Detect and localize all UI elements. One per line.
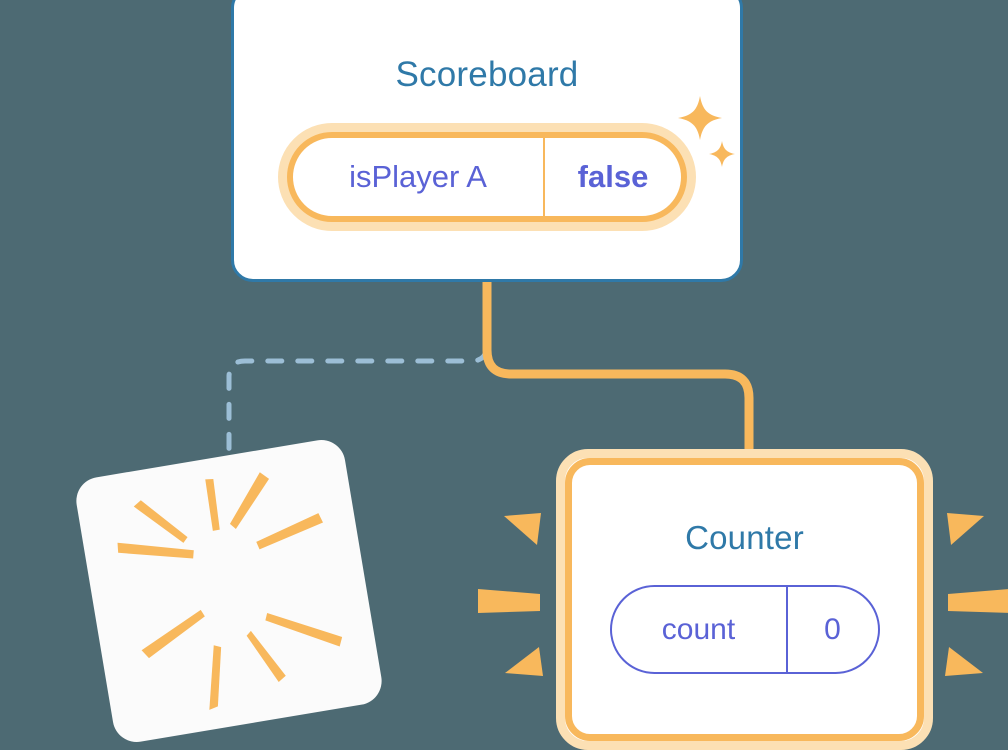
pill-inner: isPlayer A false	[287, 132, 687, 222]
scoreboard-card[interactable]: Scoreboard isPlayer A false	[231, 0, 743, 282]
state-value-count: 0	[824, 612, 841, 646]
pill-glow-ring: isPlayer A false	[278, 123, 696, 231]
scoreboard-state-pill[interactable]: isPlayer A false	[278, 123, 696, 231]
counter-state-pill[interactable]: count 0	[609, 585, 880, 674]
counter-left-rays-icon	[478, 513, 543, 676]
sparkle-icon-large	[676, 94, 724, 142]
blank-card[interactable]	[72, 436, 386, 746]
dashed-connector	[226, 287, 490, 473]
counter-right-rays-icon	[945, 513, 1008, 676]
solid-connector	[482, 282, 754, 470]
counter-card-inner: Counter count 0	[565, 458, 924, 741]
counter-card[interactable]: Counter count 0	[556, 449, 933, 750]
state-key-isplayer-a: isPlayer A	[293, 138, 545, 216]
state-key-count: count	[612, 587, 788, 672]
blank-card-burst-icon	[117, 472, 343, 710]
page-title: Scoreboard	[395, 55, 579, 94]
state-value-isplayer-a: false	[577, 159, 649, 194]
sparkle-icon-small	[708, 140, 736, 168]
counter-title: Counter	[685, 519, 804, 556]
